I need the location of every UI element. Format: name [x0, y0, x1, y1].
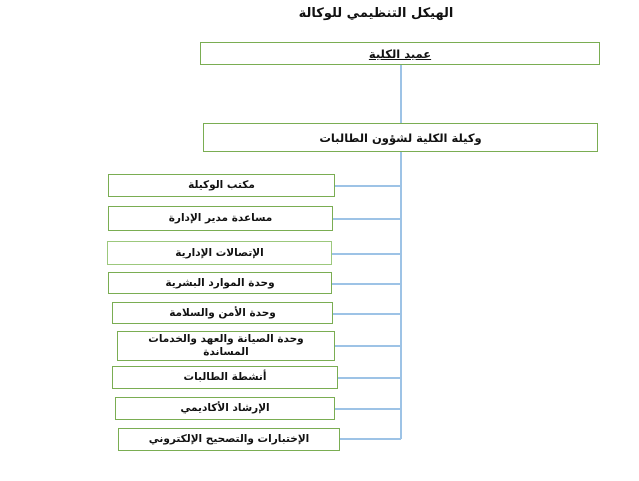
unit-label: وحدة الأمن والسلامة [169, 306, 276, 319]
connector-unit-8 [335, 408, 401, 410]
org-node-unit-tests-electronic-correction: الإختبارات والتصحيح الإلكتروني [118, 428, 340, 451]
unit-label: مكتب الوكيلة [188, 179, 255, 191]
org-node-unit-student-activities: أنشطة الطالبات [112, 366, 338, 389]
org-node-dean-label: عميد الكلية [368, 46, 432, 61]
connector-unit-1 [335, 185, 401, 187]
connector-unit-9 [340, 438, 401, 440]
org-node-unit-maintenance-custody-support: وحدة الصيانة والعهد والخدمات المساندة [117, 331, 335, 361]
org-node-unit-academic-advising: الإرشاد الأكاديمي [115, 397, 335, 420]
connector-unit-2 [333, 218, 401, 220]
connector-dean-vicedean [400, 65, 402, 123]
org-node-unit-administrative-communications: الإتصالات الإدارية [107, 241, 332, 265]
connector-unit-7 [338, 377, 401, 379]
org-node-vice-dean: وكيلة الكلية لشؤون الطالبات [203, 123, 598, 152]
unit-label: الإرشاد الأكاديمي [180, 402, 270, 414]
org-node-unit-human-resources: وحدة الموارد البشرية [108, 272, 332, 294]
connector-unit-3 [332, 253, 401, 255]
unit-label: مساعدة مدير الإدارة [168, 212, 273, 224]
org-node-dean: عميد الكلية [200, 42, 600, 65]
org-node-vice-dean-label: وكيلة الكلية لشؤون الطالبات [319, 130, 482, 145]
org-node-unit-assistant-admin-director: مساعدة مدير الإدارة [108, 206, 333, 231]
chart-title: الهيكل التنظيمي للوكالة [298, 6, 454, 21]
connector-unit-4 [332, 283, 401, 285]
unit-label: الإتصالات الإدارية [175, 246, 264, 259]
connector-spine [400, 152, 402, 439]
connector-unit-5 [333, 313, 401, 315]
org-node-unit-office-of-vice-dean: مكتب الوكيلة [108, 174, 335, 197]
connector-unit-6 [335, 345, 401, 347]
org-node-unit-security-safety: وحدة الأمن والسلامة [112, 302, 333, 324]
unit-label: أنشطة الطالبات [183, 371, 267, 383]
unit-label: الإختبارات والتصحيح الإلكتروني [148, 433, 310, 445]
unit-label: وحدة الصيانة والعهد والخدمات المساندة [148, 333, 304, 358]
unit-label: وحدة الموارد البشرية [165, 276, 275, 289]
